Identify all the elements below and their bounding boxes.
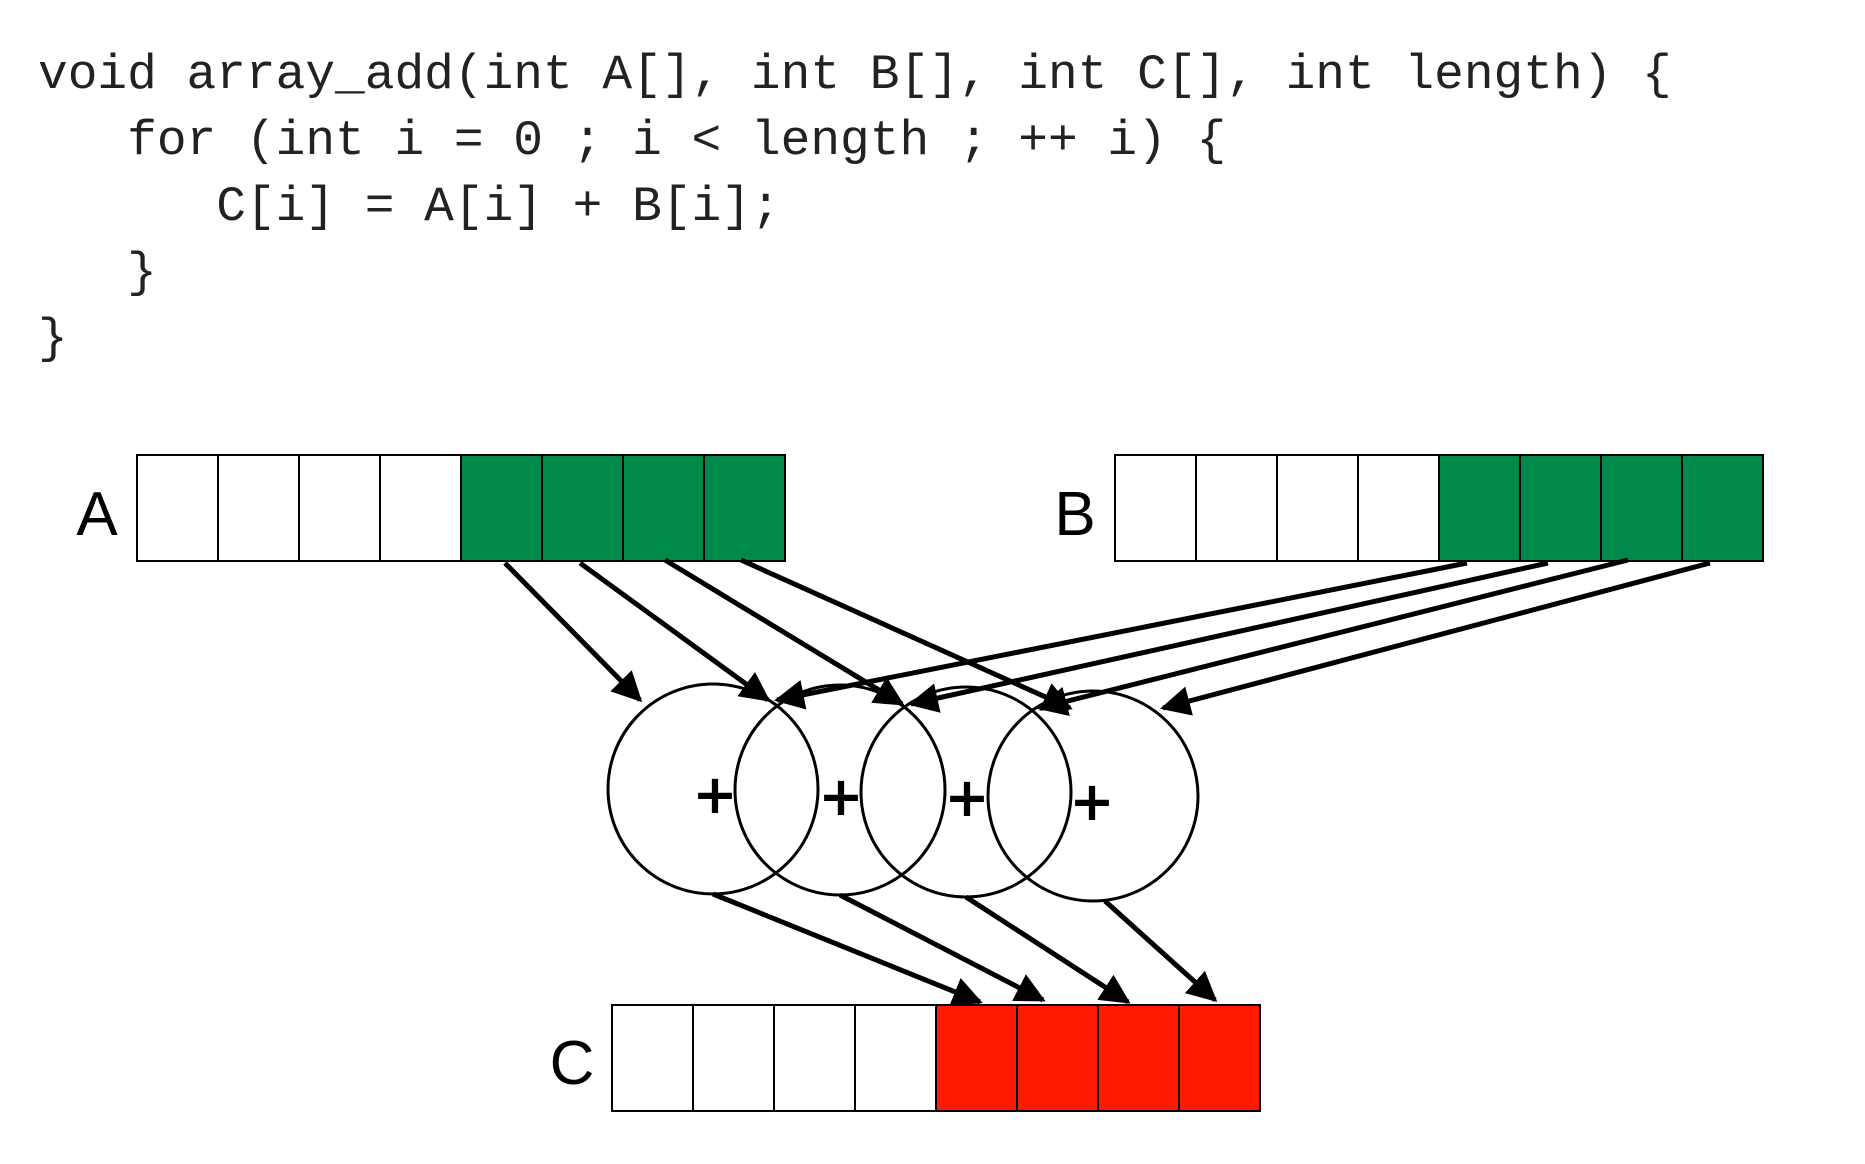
- array-b-cell-2: [1276, 454, 1359, 562]
- array-label-c: C: [550, 1029, 595, 1098]
- array-c-cell-4: [935, 1004, 1018, 1112]
- code-line-close-function: }: [38, 311, 68, 367]
- array-b-cell-4: [1438, 454, 1521, 562]
- code-block: void array_add(int A[], int B[], int C[]…: [38, 42, 1672, 372]
- array-label-b: B: [1054, 480, 1095, 549]
- array-c-cell-6: [1097, 1004, 1180, 1112]
- arrow-b-3: [1160, 560, 1711, 716]
- arrow-b-1: [908, 560, 1549, 713]
- code-line-signature: void array_add(int A[], int B[], int C[]…: [38, 47, 1672, 103]
- arrow-b-0: [774, 560, 1468, 710]
- array-a-cell-1: [217, 454, 300, 562]
- array-label-a: A: [76, 480, 118, 549]
- adder-circle-3: [986, 689, 1200, 903]
- code-line-loop-body: C[i] = A[i] + B[i];: [38, 179, 781, 235]
- array-c-cell-7: [1178, 1004, 1261, 1112]
- array-a-cell-3: [379, 454, 462, 562]
- adder-plus-3: +: [1069, 770, 1114, 833]
- array-b-cell-6: [1600, 454, 1683, 562]
- arrow-c-0: [712, 891, 983, 1006]
- array-c-cell-0: [611, 1004, 694, 1112]
- array-c: [611, 1004, 1261, 1112]
- array-b-cell-3: [1357, 454, 1440, 562]
- array-a-cell-0: [136, 454, 219, 562]
- array-c-cell-5: [1016, 1004, 1099, 1112]
- array-b-cell-5: [1519, 454, 1602, 562]
- array-b-cell-1: [1195, 454, 1278, 562]
- arrow-c-3: [1103, 899, 1218, 1003]
- adder-plus-1: +: [818, 765, 863, 828]
- adder-plus-0: +: [692, 763, 737, 826]
- arrow-a-0: [503, 561, 643, 703]
- array-a-cell-7: [703, 454, 786, 562]
- arrow-c-1: [838, 892, 1046, 1003]
- arrow-a-1: [578, 560, 771, 703]
- arrow-c-2: [964, 894, 1131, 1005]
- array-b-cell-0: [1114, 454, 1197, 562]
- arrow-b-2: [1037, 557, 1629, 716]
- array-b: [1114, 454, 1764, 562]
- arrows-to-c: [712, 891, 1218, 1006]
- array-a-cell-6: [622, 454, 705, 562]
- code-line-close-loop: }: [38, 245, 157, 301]
- array-a-cell-5: [541, 454, 624, 562]
- array-c-cell-3: [854, 1004, 937, 1112]
- code-line-for-loop: for (int i = 0 ; i < length ; ++ i) {: [38, 113, 1227, 169]
- array-a-cell-4: [460, 454, 543, 562]
- array-b-cell-7: [1681, 454, 1764, 562]
- adder-group: + + + +: [606, 682, 1200, 903]
- arrow-a-2: [663, 557, 905, 707]
- adder-plus-2: +: [944, 766, 989, 829]
- array-a-cell-2: [298, 454, 381, 562]
- arrows-from-b: [774, 557, 1711, 716]
- array-a: [136, 454, 786, 562]
- array-c-cell-2: [773, 1004, 856, 1112]
- array-c-cell-1: [692, 1004, 775, 1112]
